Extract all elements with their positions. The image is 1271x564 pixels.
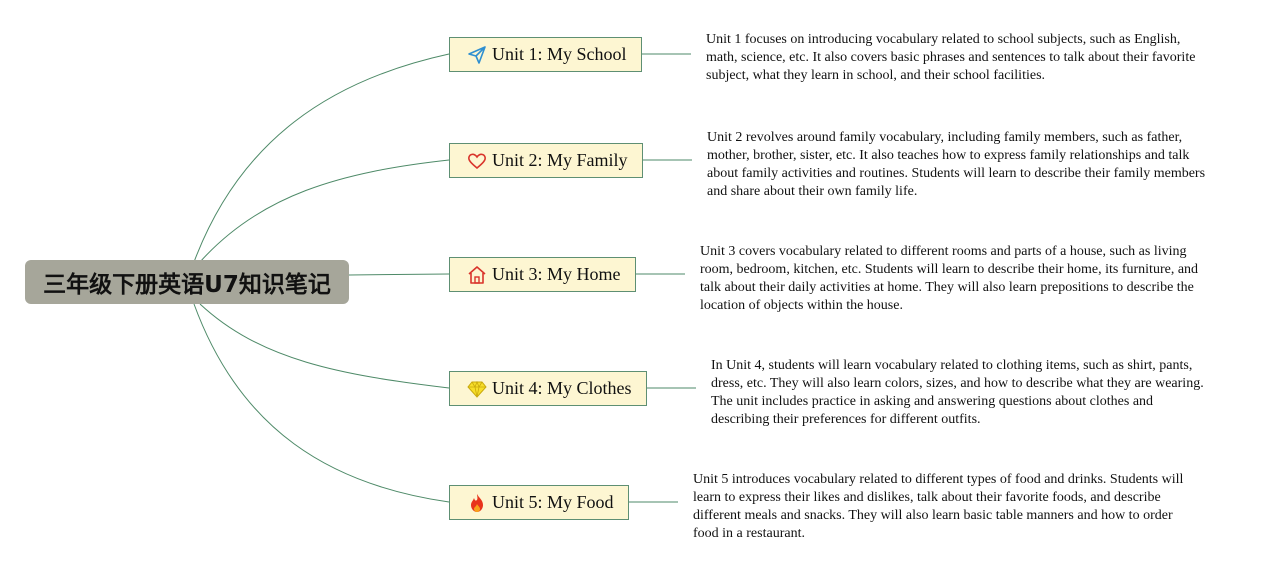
topic-unit-3[interactable]: Unit 3: My Home xyxy=(449,257,636,292)
central-topic-title: 三年级下册英语U7知识笔记 xyxy=(43,272,331,298)
branch-line-unit-5 xyxy=(193,303,450,503)
note-unit-5: Unit 5 introduces vocabulary related to … xyxy=(693,471,1193,541)
note-unit-3: Unit 3 covers vocabulary related to diff… xyxy=(700,243,1200,313)
note-text: Unit 5 introduces vocabulary related to … xyxy=(693,472,1184,541)
note-unit-4: In Unit 4, students will learn vocabular… xyxy=(711,357,1211,427)
branch-line-unit-4 xyxy=(199,303,450,389)
note-text: Unit 2 revolves around family vocabulary… xyxy=(707,130,1206,199)
topic-unit-2[interactable]: Unit 2: My Family xyxy=(449,143,643,178)
diamond-icon xyxy=(467,379,487,399)
topic-label: Unit 3: My Home xyxy=(492,264,621,284)
note-unit-2: Unit 2 revolves around family vocabulary… xyxy=(707,129,1207,199)
note-unit-1: Unit 1 focuses on introducing vocabulary… xyxy=(706,31,1206,83)
paper-plane-icon xyxy=(467,45,487,65)
topic-unit-1[interactable]: Unit 1: My School xyxy=(449,37,642,72)
note-text: Unit 3 covers vocabulary related to diff… xyxy=(700,244,1199,313)
topic-label: Unit 2: My Family xyxy=(492,150,628,170)
topic-unit-4[interactable]: Unit 4: My Clothes xyxy=(449,371,647,406)
note-text: Unit 1 focuses on introducing vocabulary… xyxy=(706,32,1196,83)
fire-icon xyxy=(467,493,487,513)
branch-line-unit-2 xyxy=(199,159,450,263)
heart-icon xyxy=(467,151,487,171)
topic-unit-5[interactable]: Unit 5: My Food xyxy=(449,485,629,520)
central-topic[interactable]: 三年级下册英语U7知识笔记 xyxy=(25,260,349,304)
topic-label: Unit 5: My Food xyxy=(492,492,614,512)
branch-line-unit-1 xyxy=(193,53,450,263)
topic-label: Unit 1: My School xyxy=(492,44,627,64)
branch-line-unit-3 xyxy=(348,273,450,276)
house-icon xyxy=(467,265,487,285)
topic-label: Unit 4: My Clothes xyxy=(492,378,632,398)
note-text: In Unit 4, students will learn vocabular… xyxy=(711,358,1204,427)
